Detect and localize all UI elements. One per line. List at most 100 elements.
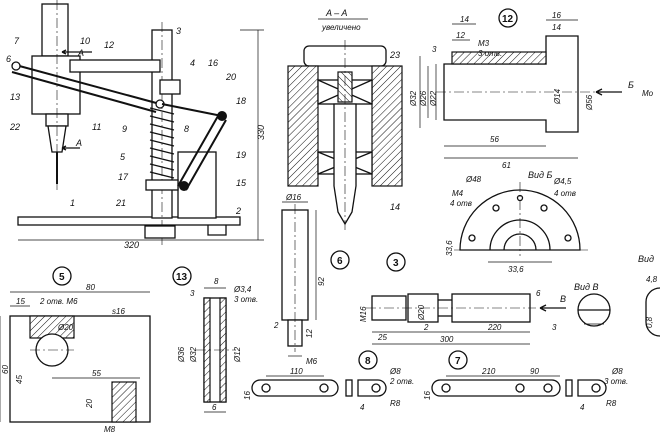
- dim-12-14: 14: [460, 15, 469, 24]
- view-v-title: Вид В: [574, 282, 599, 292]
- dim-3-220: 220: [487, 323, 502, 332]
- part-5-bottom-hatch: [111, 381, 137, 423]
- part-7-view: 7 210 90 Ø8 3 отв. 16 4 R8: [423, 350, 628, 412]
- part-13-view: 13 8 3 Ø3,4 3 отв. Ø36 Ø32 Ø12 6: [172, 266, 258, 413]
- dim-12-dia32: Ø32: [409, 90, 418, 107]
- dim-3-m16: М16: [359, 306, 368, 322]
- view-b: Вид Б Ø48 М4 4 отв Ø4,5 4 отв 33,6 33,6: [445, 170, 588, 274]
- dim-6-92: 92: [317, 277, 326, 286]
- dim-8-4: 4: [360, 403, 365, 412]
- dim-13-d32: Ø32: [189, 346, 198, 363]
- base-plate: [17, 216, 241, 226]
- housing-right: [371, 65, 403, 187]
- section-aa-title: A – A: [325, 8, 347, 18]
- part-label-17: 17: [118, 172, 129, 182]
- part-8-number: 8: [365, 356, 371, 367]
- part-label-2: 2: [235, 206, 241, 216]
- part-6-number: 6: [337, 256, 343, 267]
- part-8-body: [251, 379, 339, 397]
- section-arrow-bottom: [61, 145, 80, 151]
- part-3-number: 3: [393, 258, 399, 269]
- spring: [149, 107, 175, 179]
- dim-12-holes: 3 отв.: [478, 49, 502, 58]
- view-b-d45: Ø4,5: [553, 177, 572, 186]
- view-b-holes2: 4 отв: [554, 189, 576, 198]
- part-12-number: 12: [502, 14, 514, 25]
- part-label-6: 6: [6, 54, 11, 64]
- dim-12-16: 16: [552, 11, 561, 20]
- dim-3-6: 6: [536, 289, 541, 298]
- dim-5-m8: М8: [104, 425, 116, 434]
- dim-7-210: 210: [481, 367, 496, 376]
- part-label-22: 22: [9, 122, 20, 132]
- part-label-1: 1: [70, 198, 75, 208]
- view-b-m4: М4: [452, 189, 464, 198]
- part-13-number: 13: [176, 272, 188, 283]
- part-12-flange: [451, 51, 547, 65]
- dim-12-dia26: Ø26: [419, 90, 428, 107]
- view-label-v: В: [560, 294, 566, 304]
- drill-shaft: [41, 3, 69, 57]
- dim-7-90: 90: [530, 367, 539, 376]
- part-6-view: 6 Ø16 92 2 12 М6: [273, 193, 350, 366]
- dim-12-14b: 14: [552, 23, 561, 32]
- part-label-18: 18: [236, 96, 246, 106]
- dim-5-60: 60: [1, 365, 10, 374]
- view-b-title: Вид Б: [528, 170, 552, 180]
- dim-8-holes: 2 отв.: [389, 377, 414, 386]
- view-arrow-v: [539, 304, 566, 312]
- dim-6-d16: Ø16: [285, 193, 302, 202]
- dim-6-12: 12: [305, 329, 314, 338]
- dim-5-15: 15: [16, 297, 25, 306]
- dim-13-d12: Ø12: [233, 346, 242, 363]
- part-label-19: 19: [236, 150, 246, 160]
- housing-left: [287, 65, 319, 187]
- dim-width: 320: [124, 240, 139, 250]
- part-7-body: [431, 379, 561, 397]
- view-b-336-horiz: 33,6: [508, 265, 524, 274]
- view-label-b: Б: [628, 80, 634, 90]
- dim-6-m6: М6: [306, 357, 318, 366]
- lever: [11, 63, 161, 105]
- part-3-view: 3 М16 Ø20 2 25 300 220 6 3 В Вид В: [359, 252, 611, 345]
- part-label-9: 9: [122, 124, 127, 134]
- part-label-7: 7: [14, 36, 20, 46]
- part-label-12: 12: [104, 40, 114, 50]
- dim-12-61: 61: [502, 161, 511, 170]
- dim-7-r8: R8: [606, 399, 617, 408]
- dim-12-12: 12: [456, 31, 465, 40]
- edge-fragment: Вид 4,8 0,8: [638, 254, 660, 337]
- part-label-13: 13: [10, 92, 20, 102]
- dim-8-16: 16: [243, 391, 252, 400]
- section-arrow-top: [61, 49, 92, 55]
- dim-7-d8: Ø8: [611, 367, 623, 376]
- dim-13-3: 3: [190, 289, 195, 298]
- part-label-14: 14: [390, 202, 400, 212]
- dim-6-2: 2: [273, 321, 279, 330]
- dim-7-4: 4: [580, 403, 585, 412]
- dim-5-holes: 2 отв. М6: [39, 297, 78, 306]
- view-b-336-vert: 33,6: [445, 240, 454, 256]
- part-label-15: 15: [236, 178, 247, 188]
- view-b-holes: 4 отв: [450, 199, 472, 208]
- section-label-bottom: A: [75, 138, 82, 148]
- part-label-5: 5: [120, 152, 126, 162]
- edge-text-48: 4,8: [646, 275, 658, 284]
- view-arrow-b: [595, 88, 622, 96]
- dim-3-300: 300: [440, 335, 454, 344]
- dim-7-holes: 3 отв.: [604, 377, 628, 386]
- dim-13-8: 8: [214, 277, 219, 286]
- dim-12-3: 3: [432, 45, 437, 54]
- part-12-body: [443, 35, 579, 133]
- dim-3-2: 2: [423, 323, 429, 332]
- dim-5-s16: s16: [112, 307, 125, 316]
- dim-3-3: 3: [552, 323, 557, 332]
- dim-5-20: 20: [85, 399, 94, 409]
- foot: [207, 225, 227, 236]
- part-5-view: 5 80 15 2 отв. М6 Ø20 s16 60 45 55 20 М8: [0, 266, 151, 434]
- dim-5-80: 80: [86, 283, 95, 292]
- spindle: [333, 103, 357, 226]
- part-label-21: 21: [115, 198, 126, 208]
